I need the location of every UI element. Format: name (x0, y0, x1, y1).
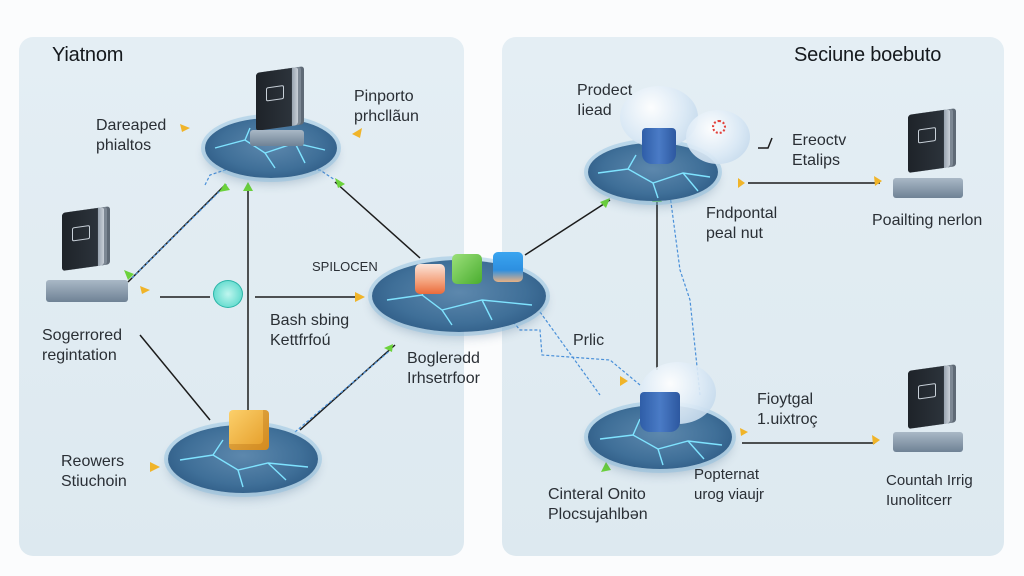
server-base (893, 432, 963, 452)
panel-title-left: Yiatnom (52, 44, 124, 66)
module-cube-orange-icon (415, 264, 445, 294)
label-hub-tag: SPILOCEN (312, 259, 378, 274)
panel-title-right: Seciune boebuto (794, 44, 942, 66)
server-base (46, 280, 128, 302)
package-box-icon (229, 410, 269, 450)
crack-pattern-icon (214, 127, 326, 169)
crack-pattern-icon (179, 439, 309, 488)
crack-pattern-icon (599, 418, 723, 466)
server-icon (256, 67, 298, 131)
server-base (893, 178, 963, 198)
database-icon (642, 128, 676, 164)
label-prlic: Prlic (573, 332, 605, 349)
module-cube-blue-icon (493, 252, 523, 282)
database-icon (640, 392, 680, 432)
module-cube-green-icon (452, 254, 482, 284)
server-base (250, 130, 304, 146)
cloud-icon (686, 110, 750, 164)
server-icon (62, 207, 104, 271)
crack-pattern-icon (597, 154, 711, 199)
server-icon (908, 365, 950, 429)
label-poailting: Poailting nerlon (872, 212, 983, 229)
gear-alert-icon (712, 120, 726, 134)
server-icon (908, 109, 950, 173)
network-globe-icon[interactable] (213, 280, 243, 308)
